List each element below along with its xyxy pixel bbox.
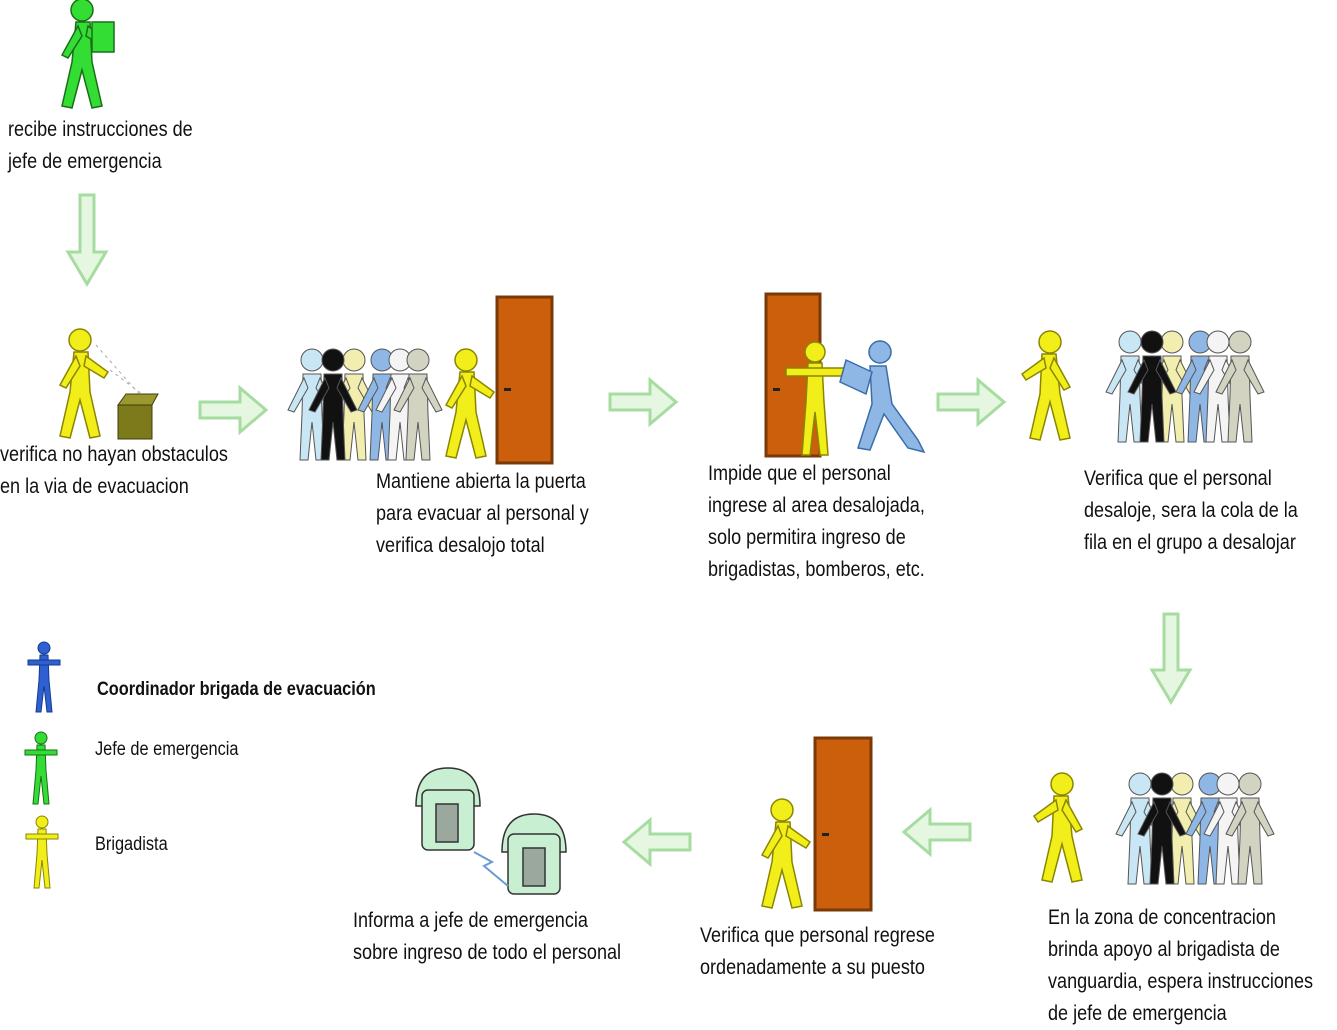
brigadista-figure <box>761 798 811 909</box>
caption-line: verifica no hayan obstaculos <box>0 443 228 466</box>
caption-line: brigadistas, bomberos, etc. <box>708 558 925 581</box>
caption-line: Mantiene abierta la puerta <box>376 470 586 493</box>
caption-line: vanguardia, espera instrucciones <box>1048 970 1314 993</box>
legend-coordinador-icon <box>27 641 61 713</box>
step-1-caption: recibe instrucciones de jefe de emergenc… <box>8 114 193 178</box>
legend-coordinador-label: Coordinador brigada de evacuación <box>97 679 376 700</box>
legend-brigadista-label: Brigadista <box>95 834 168 855</box>
legend-jefe-label: Jefe de emergencia <box>95 739 239 760</box>
caption-line: ordenadamente a su puesto <box>700 956 925 979</box>
caption-line: Verifica que personal regrese <box>700 924 935 947</box>
personnel-group <box>1105 330 1265 443</box>
brigadista-figure <box>445 348 495 459</box>
flow-arrow-down <box>65 193 109 287</box>
legend-jefe-icon <box>24 731 58 805</box>
caption-line: recibe instrucciones de <box>8 118 193 141</box>
step-3-caption: Mantiene abierta la puerta para evacuar … <box>376 466 589 562</box>
caption-line: desaloje, sera la cola de la <box>1084 499 1298 522</box>
door-icon <box>495 295 554 465</box>
caption-line: solo permitira ingreso de <box>708 526 906 549</box>
step-7-caption: Verifica que personal regrese ordenadame… <box>700 920 935 984</box>
person-entering-figure <box>839 340 926 454</box>
telephone-icon <box>501 813 567 895</box>
caption-line: brinda apoyo al brigadista de <box>1048 938 1280 961</box>
flow-arrow-right <box>198 386 268 434</box>
caption-line: fila en el grupo a desalojar <box>1084 531 1296 554</box>
telephone-icon <box>415 767 481 851</box>
jefe-emergencia-figure <box>61 0 115 109</box>
brigadista-blocking-figure <box>785 341 847 456</box>
flow-arrow-right <box>936 378 1006 426</box>
personnel-group <box>287 348 443 461</box>
caption-line: En la zona de concentracion <box>1048 906 1276 929</box>
brigadista-figure <box>1033 772 1083 883</box>
brigadista-figure <box>1021 330 1071 441</box>
caption-line: Impide que el personal <box>708 462 891 485</box>
obstacle-box-icon <box>117 393 159 440</box>
caption-line: jefe de emergencia <box>8 150 162 173</box>
dotted-sightline <box>95 344 151 401</box>
step-6-caption: En la zona de concentracion brinda apoyo… <box>1048 902 1313 1030</box>
caption-line: ingrese al area desalojada, <box>708 494 925 517</box>
phone-signal-icon <box>473 851 509 887</box>
flow-arrow-right <box>608 378 678 426</box>
step-5-caption: Verifica que el personal desaloje, sera … <box>1084 463 1298 559</box>
flow-arrow-left <box>622 818 692 866</box>
caption-line: Verifica que el personal <box>1084 467 1272 490</box>
door-icon <box>813 736 873 912</box>
step-4-caption: Impide que el personal ingrese al area d… <box>708 458 925 586</box>
step-2-caption: verifica no hayan obstaculos en la via d… <box>0 439 228 503</box>
caption-line: Informa a jefe de emergencia <box>353 909 588 932</box>
caption-line: de jefe de emergencia <box>1048 1002 1227 1025</box>
flow-arrow-left <box>902 808 972 856</box>
caption-line: para evacuar al personal y <box>376 502 589 525</box>
step-8-caption: Informa a jefe de emergencia sobre ingre… <box>353 905 621 969</box>
personnel-group <box>1115 772 1275 885</box>
brigadista-figure <box>59 328 109 439</box>
legend-brigadista-icon <box>25 815 59 889</box>
caption-line: verifica desalojo total <box>376 534 545 557</box>
caption-line: sobre ingreso de todo el personal <box>353 941 622 964</box>
caption-line: en la via de evacuacion <box>0 475 189 498</box>
flow-arrow-down <box>1149 612 1193 705</box>
